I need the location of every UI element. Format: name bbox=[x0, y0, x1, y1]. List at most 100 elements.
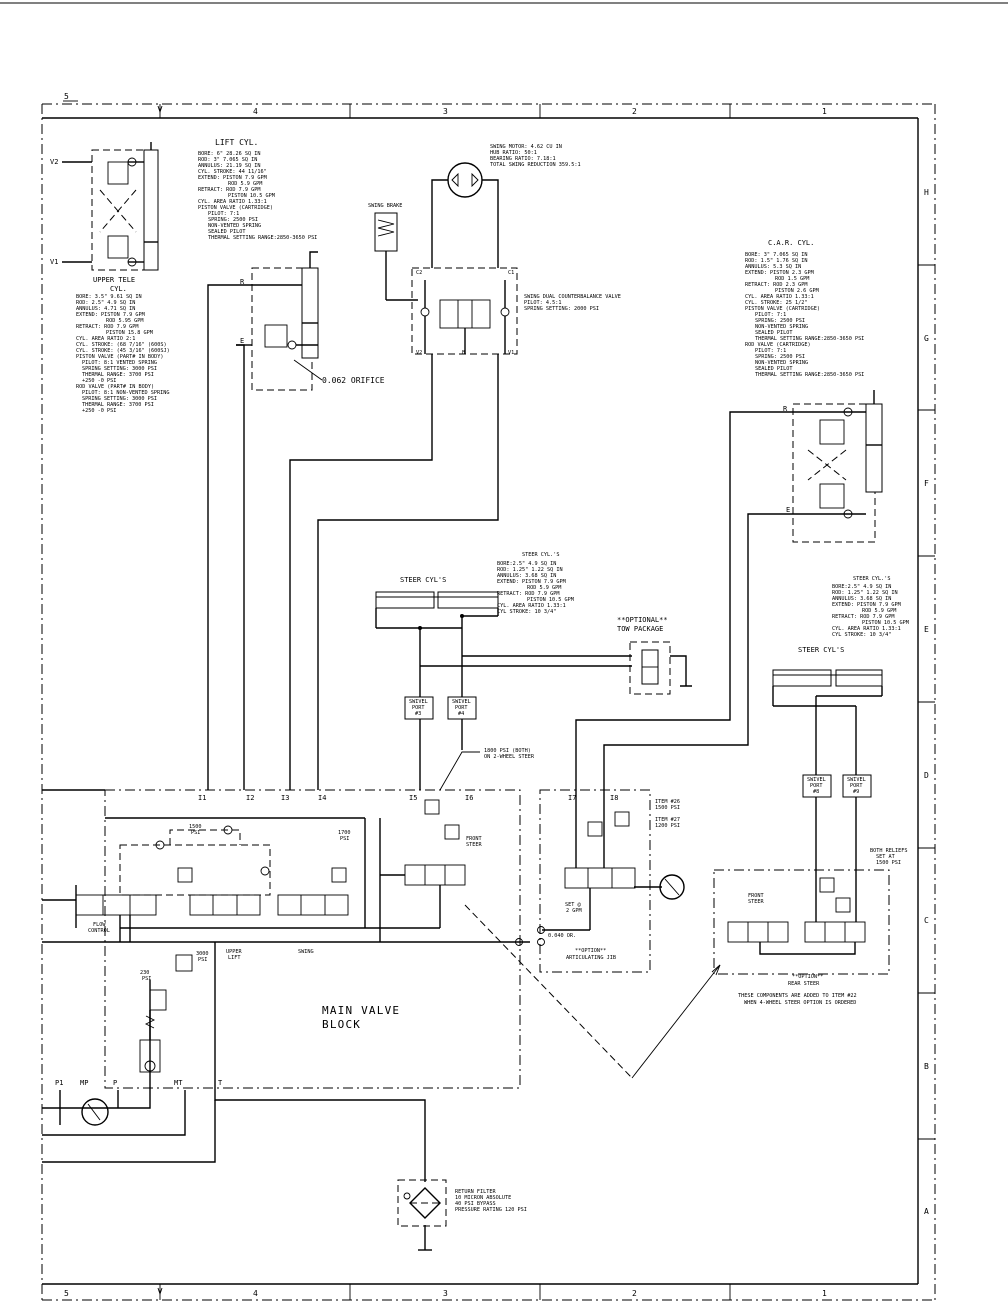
row-label-e: E bbox=[924, 625, 929, 634]
rear-option: **OPTION** bbox=[792, 974, 823, 980]
front-steer-l2: STEER bbox=[466, 842, 482, 848]
filter-spec-2: 40 PSI BYPASS bbox=[455, 1201, 496, 1207]
col-label-top-1: 1 bbox=[822, 107, 827, 116]
relief-1700-l2: PSI bbox=[340, 836, 349, 842]
swivel-9-l3: #9 bbox=[853, 789, 859, 795]
swing-motor-spec-3: TOTAL SWING REDUCTION 359.5:1 bbox=[490, 162, 581, 168]
car-spec-8: CYL. STROKE: 25 1/2" bbox=[745, 300, 807, 306]
lift-spec-7: PISTON 10.5 GPM bbox=[228, 193, 275, 199]
swivel-4-l3: #4 bbox=[458, 711, 464, 717]
upper-tele-spec-13: THERMAL RANGE: 3700 PSI bbox=[82, 372, 154, 378]
swing-motor-spec-1: HUB RATIO: 50:1 bbox=[490, 150, 537, 156]
car-spec-2: ANNULUS: 5.3 SQ IN bbox=[745, 264, 801, 270]
main-valve-block: MAIN VALVE BLOCK I1 I2 I3 I4 I5 I6 bbox=[55, 748, 535, 1126]
filter-spec-1: 10 MICRON ABSOLUTE bbox=[455, 1195, 511, 1201]
lift-spec-13: SEALED PILOT bbox=[208, 229, 245, 235]
filter-spec-0: RETURN FILTER bbox=[455, 1189, 496, 1195]
jib-port-i8: I8 bbox=[610, 794, 618, 802]
car-spec-19: SEALED PILOT bbox=[755, 366, 792, 372]
rear-front-steer-1: FRONT bbox=[748, 893, 764, 899]
front-steer-spec-9: CYL STROKE: 10 3/4" bbox=[497, 609, 556, 615]
swivel-8-l2: PORT bbox=[810, 783, 823, 789]
lift-cyl-orifice-label: 0.062 ORIFICE bbox=[322, 376, 385, 385]
lift-spec-14: THERMAL SETTING RANGE:2850-3650 PSI bbox=[208, 235, 317, 241]
swing-port-b: B bbox=[462, 350, 465, 356]
rear-steer-specs: STEER CYL.'S BORE:2.5" 4.9 SQ IN ROD: 1.… bbox=[832, 576, 909, 638]
lift-cyl-specs: BORE: 6" 28.26 SQ IN ROD: 3" 7.065 SQ IN… bbox=[198, 151, 317, 241]
swing-valve-specs: SWING DUAL COUNTERBALANCE VALVE PILOT: 4… bbox=[524, 294, 621, 312]
car-spec-6: PISTON 2.6 GPM bbox=[775, 288, 819, 294]
swivel-4-l1: SWIVEL bbox=[452, 699, 471, 705]
row-label-d: D bbox=[924, 771, 929, 780]
swivel-port-3: SWIVEL PORT #3 bbox=[404, 696, 434, 720]
front-steer-spec-3: ANNULUS: 3.68 SQ IN bbox=[497, 573, 556, 579]
car-cylinder: C.A.R. CYL. R E bbox=[768, 239, 883, 543]
section-swing: SWING bbox=[298, 949, 314, 955]
upper-tele-spec-9: CYL. STROKE: (45 3/16" (600SJ) bbox=[76, 348, 170, 354]
jib-set-2: 2 GPM bbox=[566, 908, 582, 914]
rear-steer-title: STEER CYL'S bbox=[798, 646, 844, 654]
row-label-g: G bbox=[924, 334, 929, 343]
relief-1700-l1: 1700 bbox=[338, 830, 351, 836]
col-label-top-4: 4 bbox=[253, 107, 258, 116]
swivel-3-l1: SWIVEL bbox=[409, 699, 428, 705]
swing-counterbalance-valve: C2 C1 V2 V1 B bbox=[411, 267, 518, 356]
steer-note-l1: 1800 PSI (BOTH) bbox=[484, 748, 531, 754]
rear-steer-spec-3: ANNULUS: 3.68 SQ IN bbox=[832, 596, 891, 602]
swing-motor bbox=[431, 162, 499, 268]
port-i5: I5 bbox=[409, 794, 417, 802]
upper-tele-spec-8: CYL. STROKE: (68 7/16" (600S) bbox=[76, 342, 167, 348]
jib-item-4: 1200 PSI bbox=[655, 823, 680, 829]
lift-spec-5: ROD 5.9 GPM bbox=[228, 181, 262, 187]
frame-labels: 5 4 3 2 1 5 4 3 2 1 H G F E D C B A bbox=[64, 92, 929, 1298]
lift-cyl-title: LIFT CYL. bbox=[215, 138, 258, 147]
front-steer-spec-2: ROD: 1.25" 1.22 SQ IN bbox=[497, 567, 563, 573]
upper-tele-spec-7: CYL. AREA RATIO 2:1 bbox=[76, 336, 135, 342]
upper-tele-spec-12: SPRING SETTING: 3000 PSI bbox=[82, 366, 157, 372]
jib-orifice: 0.040 OR. bbox=[548, 933, 576, 939]
swing-port-c1: C1 bbox=[508, 270, 514, 276]
lift-spec-2: ANNULUS: 21.19 SQ IN bbox=[198, 163, 260, 169]
steer-note-l2: ON 2-WHEEL STEER bbox=[484, 754, 535, 760]
lift-cyl-port-e: E bbox=[240, 337, 244, 345]
front-steer-spec-7: PISTON 10.5 GPM bbox=[527, 597, 574, 603]
rear-steer-spec-8: CYL. AREA RATIO 1.33:1 bbox=[832, 626, 901, 632]
front-steer-specs: STEER CYL.'S BORE:2.5" 4.9 SQ IN ROD: 1.… bbox=[497, 552, 574, 615]
rear-steer-cylinders: STEER CYL'S bbox=[772, 646, 883, 775]
swivel-port-8: SWIVEL PORT #8 bbox=[802, 774, 832, 798]
front-steer-l1: FRONT bbox=[466, 836, 482, 842]
upper-tele-spec-10: PISTON VALVE (PART# IN BODY) bbox=[76, 354, 163, 360]
swivel-port-9: SWIVEL PORT #9 bbox=[842, 774, 872, 798]
rear-steer-spec-5: ROD 5.9 GPM bbox=[862, 608, 896, 614]
filter-spec-3: PRESSURE RATING 120 PSI bbox=[455, 1207, 527, 1213]
car-spec-1: ROD: 1.5" 1.76 SQ IN bbox=[745, 258, 807, 264]
car-spec-18: NON-VENTED SPRING bbox=[755, 360, 808, 366]
upper-tele-spec-4: ROD 5.95 GPM bbox=[106, 318, 143, 324]
car-spec-13: SEALED PILOT bbox=[755, 330, 792, 336]
port-p1: P1 bbox=[55, 1079, 63, 1087]
lift-spec-11: SPRING: 2500 PSI bbox=[208, 217, 258, 223]
upper-tele-spec-17: SPRING SETTING: 3000 PSI bbox=[82, 396, 157, 402]
car-spec-0: BORE: 3" 7.065 SQ IN bbox=[745, 252, 807, 258]
car-spec-17: SPRING: 2500 PSI bbox=[755, 354, 805, 360]
swing-port-c2: C2 bbox=[416, 270, 422, 276]
rear-steer-spec-6: RETRACT: ROD 7.9 GPM bbox=[832, 614, 894, 620]
lift-spec-8: CYL. AREA RATIO 1.33:1 bbox=[198, 199, 267, 205]
car-spec-5: RETRACT: ROD 2.3 GPM bbox=[745, 282, 807, 288]
lift-spec-9: PISTON VALVE (CARTRIDGE) bbox=[198, 205, 273, 211]
upper-tele-port-v2: V2 bbox=[50, 158, 58, 166]
hydraulic-lines bbox=[42, 284, 857, 1251]
upper-tele-title: UPPER TELE bbox=[93, 276, 135, 284]
swing-port-v1: V1 bbox=[508, 350, 514, 356]
section-upper: UPPER bbox=[226, 949, 242, 955]
car-spec-3: EXTEND: PISTON 2.3 GPM bbox=[745, 270, 814, 276]
upper-tele-subtitle: CYL. bbox=[110, 285, 127, 293]
tow-package: **OPTIONAL** TOW PACKAGE bbox=[617, 616, 692, 695]
car-spec-14: THERMAL SETTING RANGE:2850-3650 PSI bbox=[755, 336, 864, 342]
tow-label-2: TOW PACKAGE bbox=[617, 625, 663, 633]
col-label-top-3: 3 bbox=[443, 107, 448, 116]
port-i4: I4 bbox=[318, 794, 326, 802]
upper-tele-port-v1: V1 bbox=[50, 258, 58, 266]
relief-1500-l1: 1500 bbox=[189, 824, 202, 830]
swivel-3-l3: #3 bbox=[415, 711, 421, 717]
